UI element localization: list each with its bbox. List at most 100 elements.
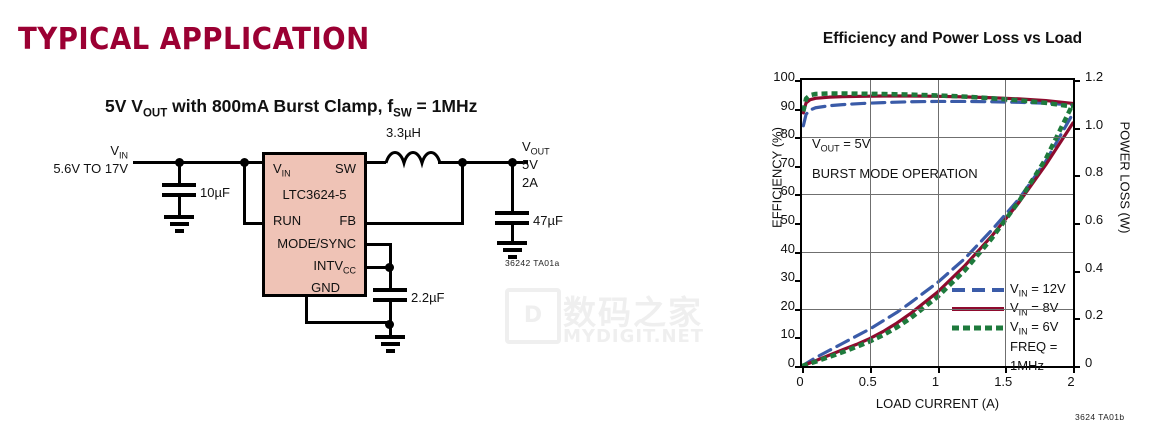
chart-xtick <box>1073 366 1075 373</box>
ground-symbol-output <box>497 241 527 259</box>
wire-cout-bottom <box>511 225 514 241</box>
chart-y2-axis-title: POWER LOSS (W) <box>1117 121 1133 234</box>
chart-y2tick-label: 0.6 <box>1085 212 1104 227</box>
chart-gridline-horizontal <box>802 137 1073 139</box>
chart-ytick-label: 10 <box>780 326 795 342</box>
subtitle-sub-out: OUT <box>142 107 168 120</box>
pin-intvcc: INTVCC <box>313 258 356 276</box>
chart-gridline-horizontal <box>802 251 1073 253</box>
subtitle-sub-sw: SW <box>393 107 412 120</box>
chart-ytick <box>795 308 802 311</box>
chart-ytick <box>795 137 802 140</box>
chart-y2tick-label: 1.0 <box>1085 116 1104 132</box>
chart-y2tick-label: 0.8 <box>1085 164 1104 180</box>
wire-intvcc <box>364 266 392 269</box>
chart-ytick <box>795 366 802 368</box>
chart-ytick <box>795 80 802 82</box>
wire-run-branch-horizontal <box>243 222 265 225</box>
pin-sw: SW <box>335 161 356 176</box>
capacitor-cout <box>495 211 529 225</box>
chart-gridline-vertical <box>869 80 871 366</box>
wire-mode-sync <box>364 243 392 246</box>
chart-x-axis-title: LOAD CURRENT (A) <box>875 396 1000 411</box>
chart-xtick-label: 1.5 <box>994 374 1013 389</box>
efficiency-power-loss-chart: Efficiency and Power Loss vs Load VOUT =… <box>745 30 1160 430</box>
chart-series-line <box>802 99 1073 128</box>
legend-label-6v: VIN = 6V <box>1010 318 1059 337</box>
legend-swatch-6v <box>952 321 1004 335</box>
chart-y2tick <box>1073 223 1080 225</box>
legend-entry-8v: VIN = 8V <box>952 299 1073 318</box>
schematic-caption: 36242 TA01a <box>505 258 560 268</box>
chart-ytick <box>795 108 802 111</box>
chart-series-line <box>802 91 1073 112</box>
subtitle-mid: with 800mA Burst Clamp, f <box>167 96 394 116</box>
chart-legend: VIN = 12V VIN = 8V VIN = 6 <box>952 280 1073 373</box>
chart-ytick <box>795 280 802 283</box>
inductor-l1 <box>384 147 446 178</box>
chart-ytick-label: 80 <box>780 126 795 142</box>
chart-ytick-label: 60 <box>780 183 795 199</box>
chart-xtick <box>802 366 804 373</box>
capacitor-cin <box>162 183 196 197</box>
application-schematic: VIN 5.6V TO 17V 10µF VIN SW LTC3624-5 RU… <box>0 125 700 375</box>
chart-series-line <box>802 102 1073 366</box>
input-node-label: VIN <box>110 143 128 161</box>
chart-gridline-horizontal <box>802 194 1073 196</box>
chart-y2tick-label: 0 <box>1085 355 1093 370</box>
ic-part-number: LTC3624-5 <box>282 187 347 202</box>
chart-y2tick-label: 1.2 <box>1085 69 1104 84</box>
chart-y2tick <box>1073 127 1080 130</box>
chart-ytick-label: 40 <box>780 240 795 256</box>
chart-ytick-label: 30 <box>780 269 795 285</box>
pin-fb: FB <box>339 213 356 228</box>
chart-xtick <box>869 366 872 373</box>
chart-y2tick-label: 0.2 <box>1085 307 1104 323</box>
wire-fb-vertical <box>461 161 464 225</box>
chart-xtick-label: 0 <box>796 374 804 389</box>
chart-gridline-vertical <box>937 80 939 366</box>
input-range-label: 5.6V TO 17V <box>53 161 128 176</box>
pin-run: RUN <box>273 213 302 228</box>
legend-entry-6v: VIN = 6V <box>952 318 1073 337</box>
wire-cin-bottom <box>178 197 181 215</box>
chart-xtick-label: 0.5 <box>858 374 877 389</box>
legend-swatch-8v <box>952 302 1004 316</box>
chart-title: Efficiency and Power Loss vs Load <box>822 30 1083 47</box>
cintvcc-value-label: 2.2µF <box>411 290 445 305</box>
capacitor-cintvcc <box>373 288 407 302</box>
application-subtitle: 5V VOUT with 800mA Burst Clamp, fSW = 1M… <box>105 96 477 120</box>
wire-fb-horizontal <box>364 222 464 225</box>
legend-label-8v: VIN = 8V <box>1010 299 1059 318</box>
inductor-value-label: 3.3µH <box>386 125 421 140</box>
subtitle-pre: 5V V <box>105 96 143 116</box>
legend-label-12v: VIN = 12V <box>1010 280 1066 299</box>
chart-xtick-label: 2 <box>1067 374 1075 389</box>
output-voltage-label: 5V <box>522 157 538 172</box>
ground-symbol-input <box>164 215 194 233</box>
pin-vin: VIN <box>273 161 291 179</box>
chart-series-line <box>802 111 1073 366</box>
pin-gnd: GND <box>311 280 340 295</box>
annotation-vout: VOUT = 5V <box>810 136 873 154</box>
chart-caption: 3624 TA01b <box>1075 412 1125 422</box>
page-title: TYPICAL APPLICATION <box>18 22 370 57</box>
chart-ytick-label: 70 <box>780 154 795 170</box>
cout-value-label: 47µF <box>533 213 563 228</box>
wire-run-branch-vertical <box>243 161 246 225</box>
chart-y-axis-title: EFFICIENCY (%) <box>769 127 785 228</box>
chart-y2tick <box>1073 270 1080 273</box>
annotation-burst-mode: BURST MODE OPERATION <box>810 166 980 181</box>
chart-y2tick <box>1073 175 1080 178</box>
subtitle-post: = 1MHz <box>411 96 478 116</box>
legend-swatch-12v <box>952 283 1004 297</box>
wire-cintvcc-bottom <box>389 302 392 324</box>
chart-ytick-label: 20 <box>780 297 795 313</box>
chart-curves <box>802 91 1073 366</box>
chart-xtick <box>937 366 940 373</box>
chart-ytick <box>795 194 802 197</box>
chart-xtick <box>1005 366 1008 373</box>
chart-gridline-vertical <box>1005 80 1007 366</box>
wire-cin-top <box>178 161 181 183</box>
